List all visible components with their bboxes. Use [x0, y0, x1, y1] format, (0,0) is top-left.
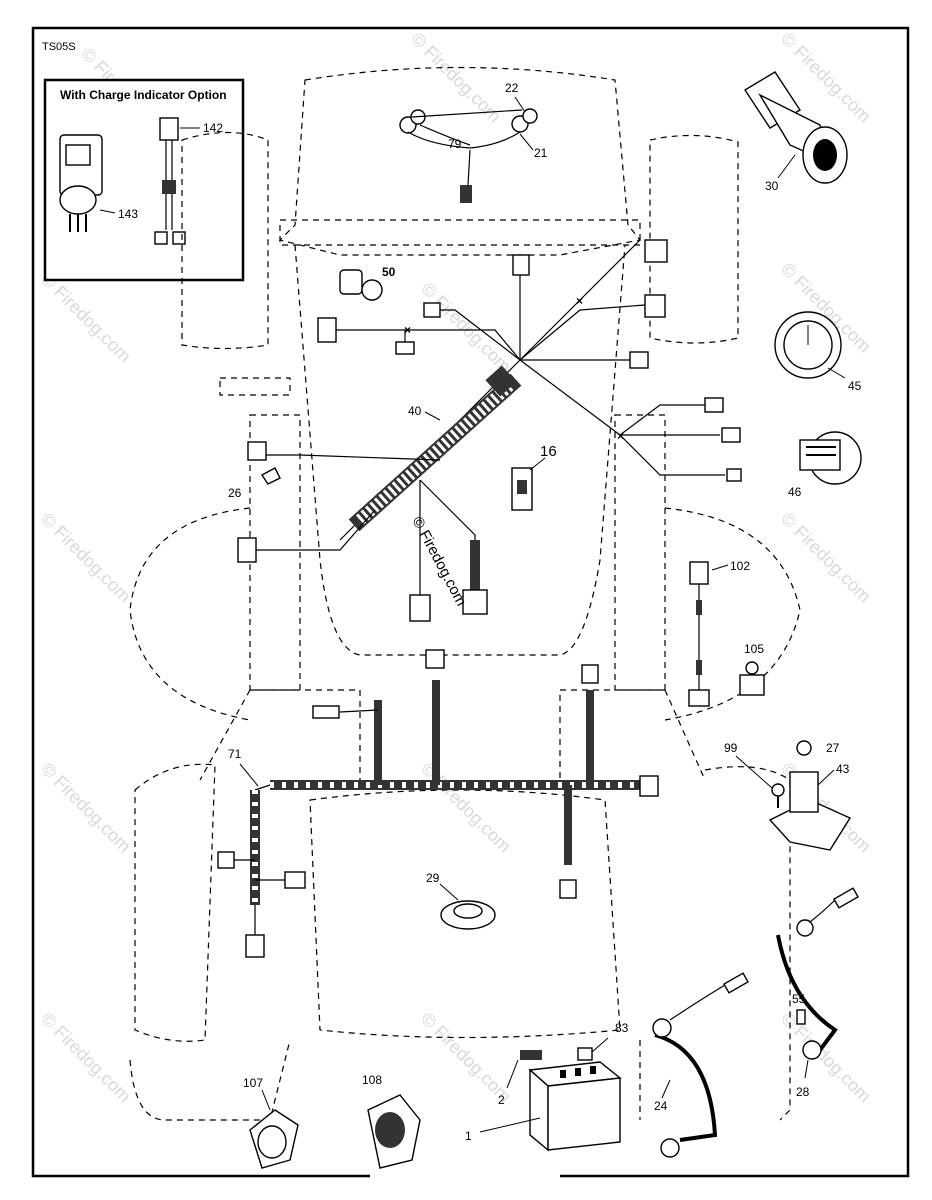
- part-105-label: 105: [744, 642, 764, 656]
- part-142-label: 142: [203, 121, 223, 135]
- watermark: © Firedog.com: [777, 509, 875, 607]
- watermark: © Firedog.com: [37, 759, 135, 857]
- part-29-label: 29: [426, 871, 440, 885]
- hour-meter: 46: [788, 431, 862, 499]
- seat-switch-harness: 102 105: [688, 559, 765, 707]
- watermark: © Firedog.com: [417, 759, 515, 857]
- part-40-label: 40: [408, 404, 422, 418]
- pto-switch: 50: [339, 265, 396, 301]
- part-50-label: 50: [382, 265, 396, 279]
- part-83-label: 83: [615, 1021, 629, 1035]
- part-27-label: 27: [826, 741, 840, 755]
- rear-harness: 71: [217, 649, 659, 958]
- part-1-label: 1: [465, 1129, 472, 1143]
- part-55-label: 55: [792, 992, 806, 1006]
- part-71-label: 71: [228, 747, 242, 761]
- part-43-label: 43: [836, 762, 850, 776]
- part-30-label: 30: [765, 179, 779, 193]
- svg-text:×: ×: [617, 429, 624, 443]
- starter-solenoid: 27 43 99: [724, 740, 852, 851]
- part-99-label: 99: [724, 741, 738, 755]
- svg-text:×: ×: [404, 323, 411, 337]
- watermark: © Firedog.com: [37, 1009, 135, 1107]
- part-22-label: 22: [505, 81, 519, 95]
- part-45-label: 45: [848, 379, 862, 393]
- watermark: © Firedog.com: [37, 509, 135, 607]
- battery-cables: 24 55 28: [652, 887, 859, 1158]
- headlight-assembly: 22 79 21: [399, 81, 548, 203]
- ammeter-gauge: 45: [774, 311, 862, 393]
- fuel-solenoid: 108: [362, 1073, 421, 1169]
- part-16-label: 16: [540, 443, 557, 460]
- watermark: © Firedog.com: [37, 269, 135, 367]
- part-79-label: 79: [448, 137, 462, 151]
- watermark: © Firedog.com: [417, 279, 515, 377]
- ignition-module: 107: [243, 1076, 299, 1169]
- part-21-label: 21: [534, 146, 548, 160]
- part-108-label: 108: [362, 1073, 382, 1087]
- ignition-switch: 30: [744, 71, 848, 193]
- upper-wiring: × × ×: [317, 239, 742, 541]
- watermark: © Firedog.com: [417, 1009, 515, 1107]
- ground-plug: 29: [426, 871, 496, 930]
- tractor-outline: [129, 66, 801, 1121]
- charge-indicator-inset: With Charge Indicator Option 143 142: [43, 78, 245, 282]
- part-46-label: 46: [788, 485, 802, 499]
- main-harness: 40: [237, 365, 522, 622]
- relay: 16: [511, 443, 557, 511]
- part-107-label: 107: [243, 1076, 263, 1090]
- part-28-label: 28: [796, 1085, 810, 1099]
- part-26-label: 26: [228, 486, 242, 500]
- inset-title: With Charge Indicator Option: [60, 88, 227, 102]
- part-143-label: 143: [118, 207, 138, 221]
- fuse: 26: [228, 467, 281, 500]
- part-24-label: 24: [654, 1099, 668, 1113]
- diagram-code: TS05S: [42, 41, 76, 53]
- part-102-label: 102: [730, 559, 750, 573]
- part-2-label: 2: [498, 1093, 505, 1107]
- svg-text:×: ×: [576, 294, 583, 308]
- battery: 83 2 1: [465, 1021, 629, 1152]
